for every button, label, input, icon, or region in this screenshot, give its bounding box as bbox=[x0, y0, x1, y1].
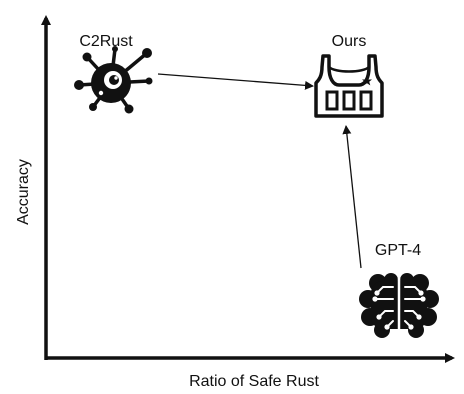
jersey-icon bbox=[314, 54, 384, 118]
gpt4-to-ours-arrow bbox=[342, 125, 362, 269]
brain-circuit-icon bbox=[359, 273, 439, 338]
x-axis-label: Ratio of Safe Rust bbox=[189, 373, 319, 390]
ours-label: Ours bbox=[332, 33, 367, 50]
c2rust-to-ours-arrow bbox=[157, 73, 314, 90]
virus-bug-icon bbox=[74, 46, 153, 114]
c2rust-label: C2Rust bbox=[79, 33, 133, 50]
y-axis-label: Accuracy bbox=[15, 159, 32, 225]
gpt4-label: GPT-4 bbox=[375, 242, 421, 259]
